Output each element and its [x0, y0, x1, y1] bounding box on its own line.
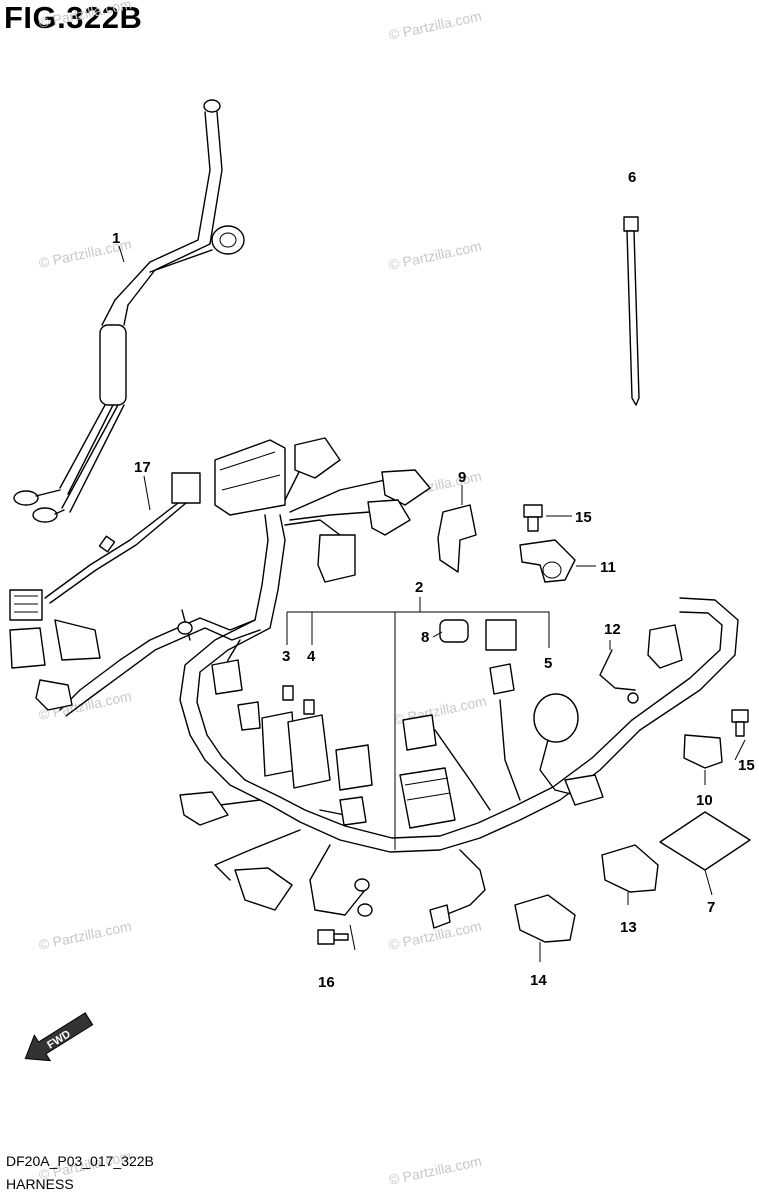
figure-caption: HARNESS — [6, 1176, 74, 1192]
callout-11: 11 — [600, 559, 616, 576]
part-12-band — [599, 649, 639, 704]
part-1-battery-cable — [13, 99, 245, 523]
part-15-bolt-top — [523, 504, 543, 532]
callout-1: 1 — [112, 230, 120, 247]
part-17-sub-harness — [9, 472, 201, 621]
part-13-clip — [601, 844, 659, 905]
callout-15-top: 15 — [575, 509, 592, 526]
watermark: © Partzilla.com — [387, 8, 483, 43]
callout-6: 6 — [628, 169, 636, 186]
callout-7: 7 — [707, 899, 715, 916]
part-6-cable-tie — [623, 216, 640, 406]
watermark: © Partzilla.com — [387, 238, 483, 273]
part-2-main-harness — [9, 437, 739, 929]
callout-8: 8 — [421, 629, 429, 646]
part-9-bracket — [437, 485, 477, 573]
part-11-clamp — [519, 539, 576, 583]
callout-12: 12 — [604, 621, 621, 638]
figure-code: DF20A_P03_017_322B — [6, 1153, 154, 1169]
figure-title: FIG.322B — [4, 0, 143, 35]
callout-14: 14 — [530, 972, 547, 989]
callout-labels: 1 2 3 4 5 6 7 8 9 10 11 12 13 14 15 15 1… — [112, 169, 755, 991]
callout-16: 16 — [318, 974, 335, 991]
callout-3: 3 — [282, 648, 290, 665]
watermark: © Partzilla.com — [37, 918, 133, 953]
callout-4: 4 — [307, 648, 316, 665]
callout-17: 17 — [134, 459, 151, 476]
callout-15-right: 15 — [738, 757, 755, 774]
callout-9: 9 — [458, 469, 466, 486]
part-14-clip — [514, 894, 576, 962]
part-10-bracket — [683, 734, 723, 785]
callout-5: 5 — [544, 655, 552, 672]
watermark: © Partzilla.com — [37, 0, 133, 31]
part-15-bolt-right — [731, 709, 749, 737]
watermark: © Partzilla.com — [387, 1153, 483, 1188]
part-16-screw — [317, 924, 356, 951]
callout-13: 13 — [620, 919, 637, 936]
fwd-arrow: FWD — [24, 1012, 94, 1062]
part-7-sheet — [659, 811, 751, 896]
callout-10: 10 — [696, 792, 713, 809]
callout-2: 2 — [415, 579, 423, 596]
